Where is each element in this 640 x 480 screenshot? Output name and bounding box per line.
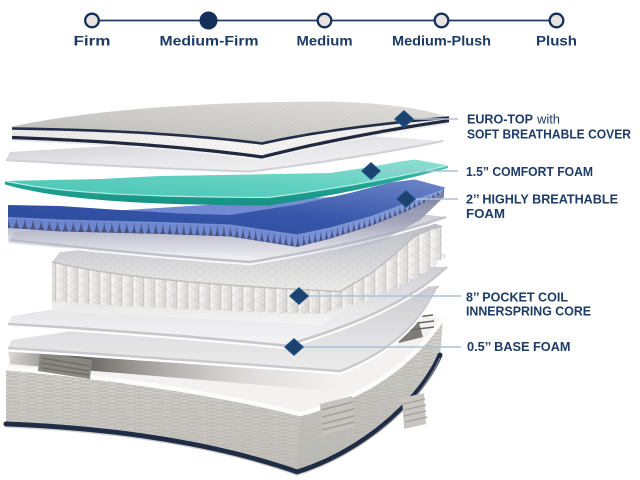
- svg-text:8’’ POCKET COIL: 8’’ POCKET COIL: [466, 290, 568, 305]
- svg-text:Medium: Medium: [297, 34, 353, 49]
- svg-text:EURO-TOP: EURO-TOP: [467, 111, 533, 126]
- svg-text:with: with: [536, 111, 560, 126]
- svg-text:2’’ HIGHLY BREATHABLE: 2’’ HIGHLY BREATHABLE: [466, 192, 618, 207]
- svg-text:1.5” COMFORT FOAM: 1.5” COMFORT FOAM: [466, 164, 593, 179]
- svg-text:INNERSPRING CORE: INNERSPRING CORE: [466, 304, 591, 319]
- svg-text:Medium-Plush: Medium-Plush: [392, 34, 491, 49]
- svg-text:0.5’’ BASE FOAM: 0.5’’ BASE FOAM: [467, 339, 571, 354]
- svg-text:Medium-Firm: Medium-Firm: [160, 34, 259, 49]
- svg-text:Plush: Plush: [536, 34, 577, 49]
- svg-text:SOFT BREATHABLE COVER: SOFT BREATHABLE COVER: [467, 126, 632, 141]
- svg-text:Firm: Firm: [74, 34, 111, 49]
- svg-text:FOAM: FOAM: [466, 206, 505, 221]
